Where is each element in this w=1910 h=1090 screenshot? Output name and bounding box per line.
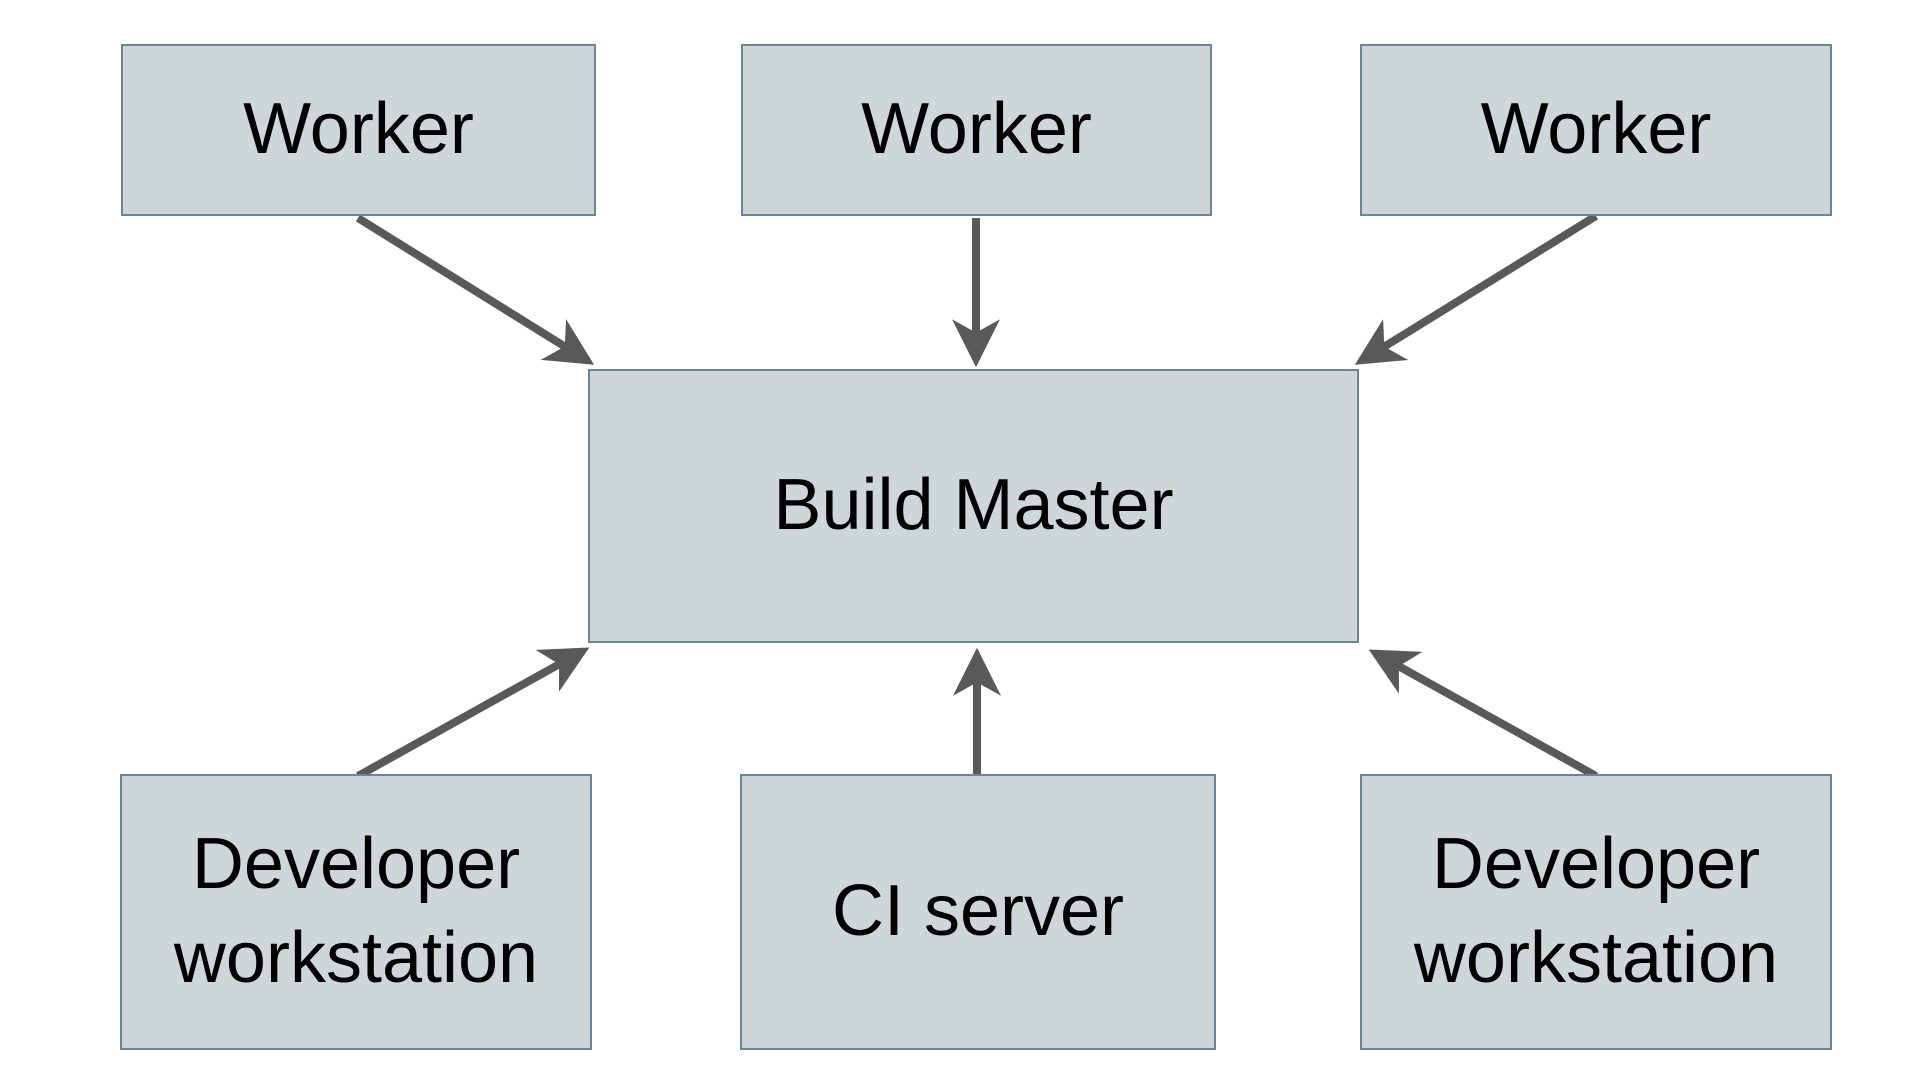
node-developer-workstation-2: Developer workstation <box>1360 774 1832 1050</box>
node-developer-workstation-2-label: Developer workstation <box>1413 824 1779 998</box>
node-build-master: Build Master <box>588 369 1359 643</box>
node-ci-server: CI server <box>740 774 1216 1050</box>
node-developer-workstation-1-label: Developer workstation <box>173 824 539 998</box>
node-worker-2-label: Worker <box>861 89 1092 170</box>
node-developer-workstation-1: Developer workstation <box>120 774 592 1050</box>
node-ci-server-label: CI server <box>831 871 1125 952</box>
arrow-dev-workstation-1-to-build-master <box>356 647 590 780</box>
node-worker-3: Worker <box>1360 44 1832 216</box>
arrow-worker-3-to-build-master <box>1354 212 1599 365</box>
node-worker-1: Worker <box>121 44 596 216</box>
node-build-master-label: Build Master <box>773 465 1174 546</box>
node-worker-2: Worker <box>741 44 1212 216</box>
node-worker-3-label: Worker <box>1480 89 1712 170</box>
node-worker-1-label: Worker <box>243 89 474 170</box>
arrow-worker-1-to-build-master <box>355 214 595 365</box>
arrow-dev-workstation-2-to-build-master <box>1368 649 1598 780</box>
